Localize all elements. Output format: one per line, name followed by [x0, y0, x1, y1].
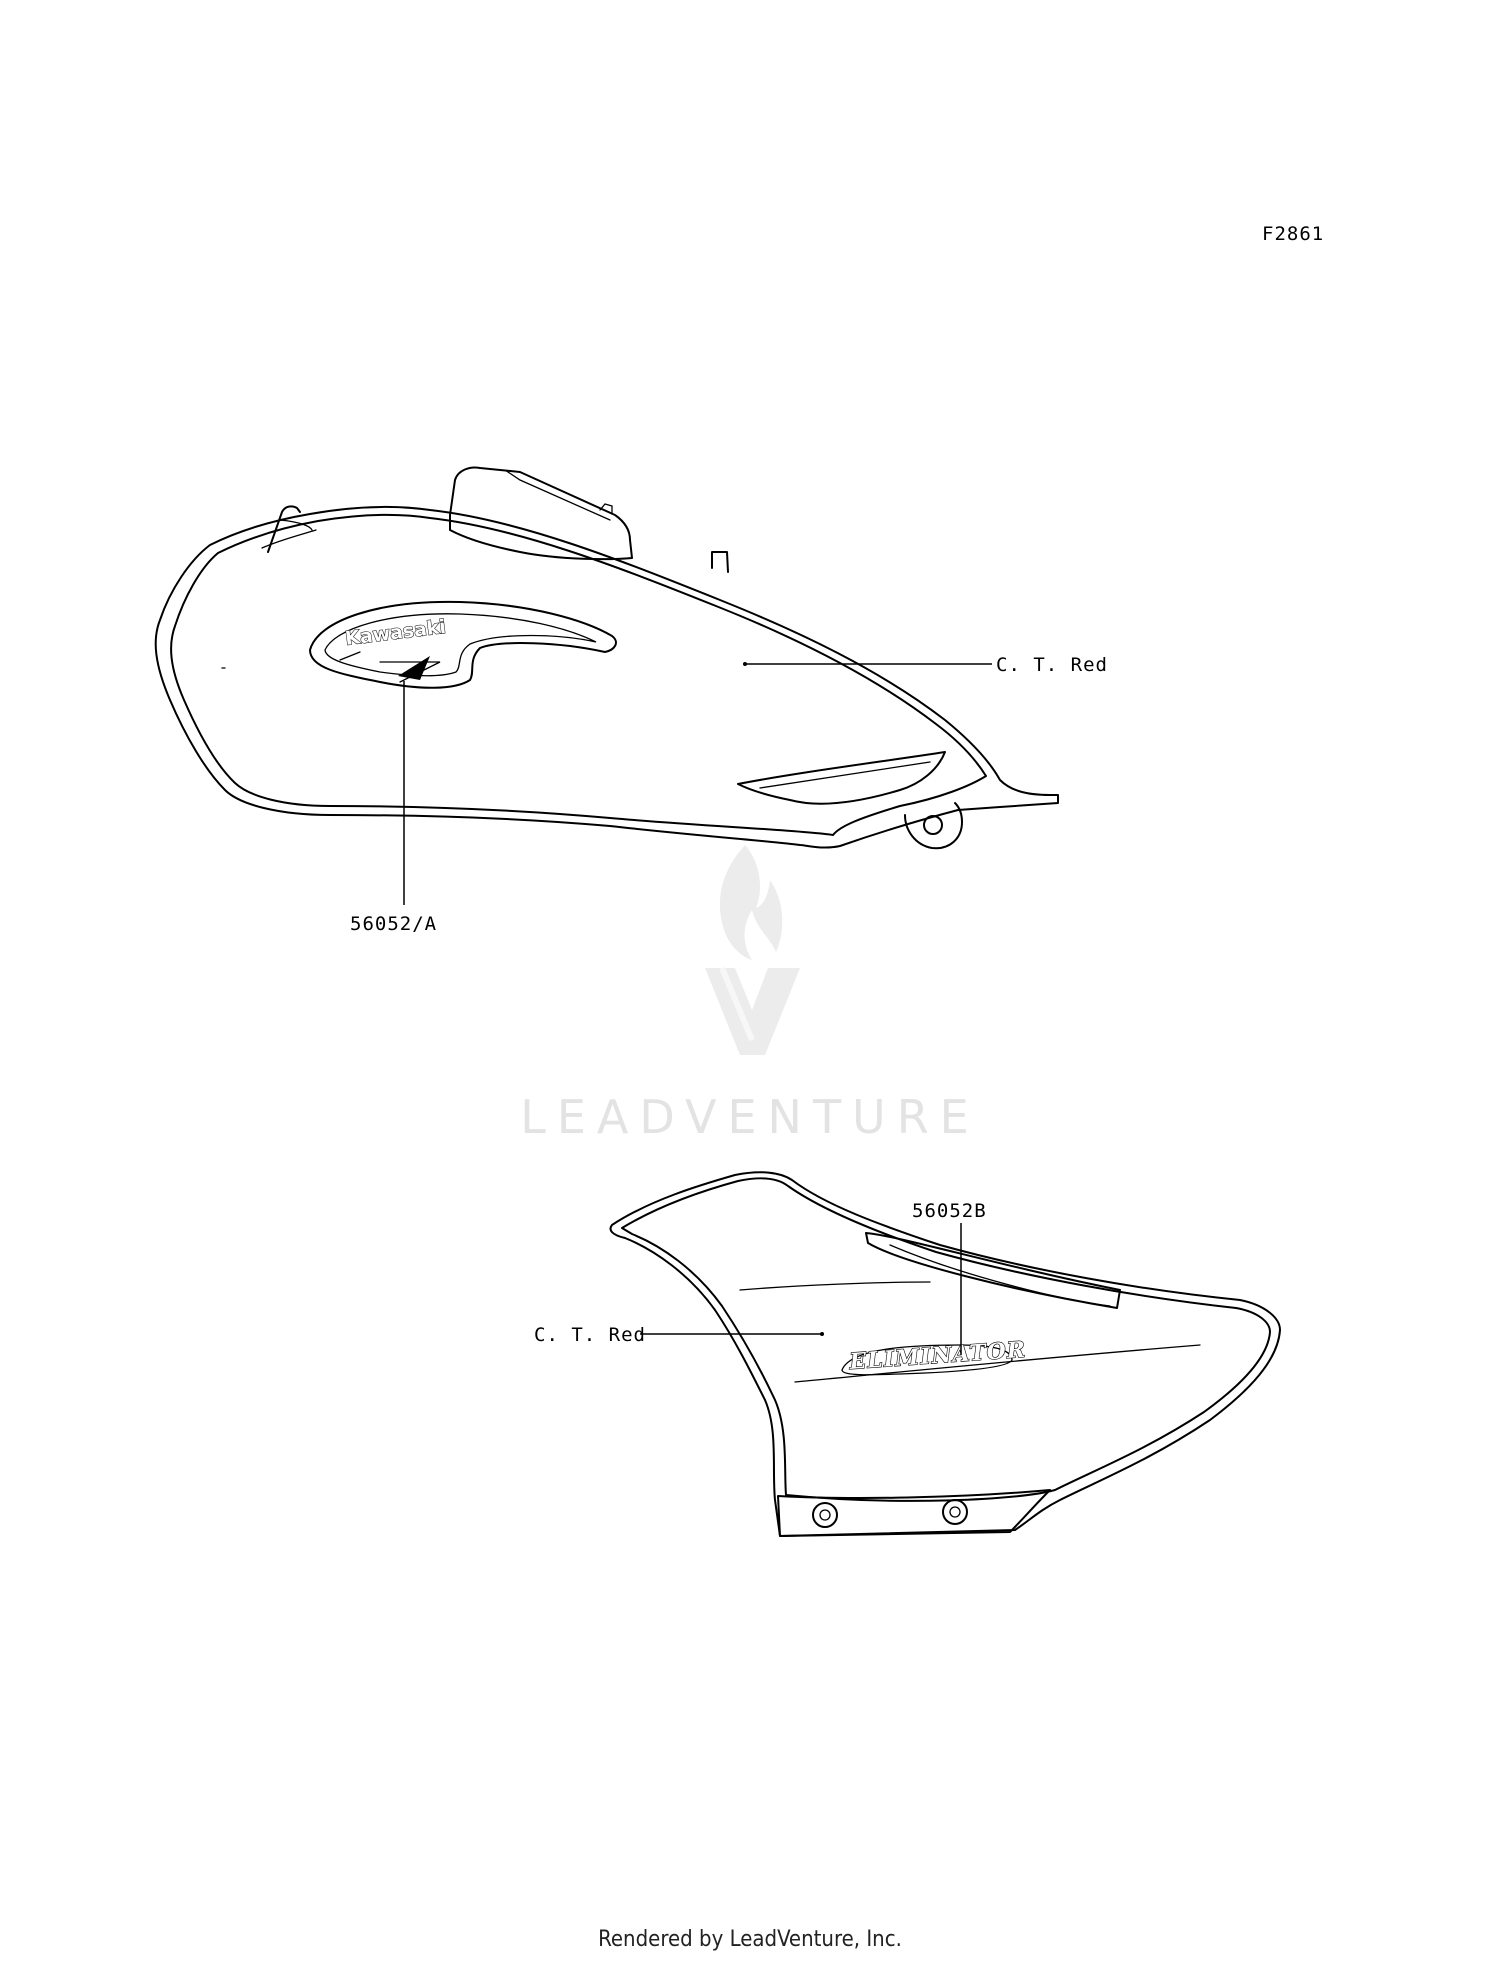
side-cover-part-callout: 56052B	[912, 1200, 987, 1355]
tank-part-callout: 56052/A	[350, 681, 437, 935]
kawasaki-logo-text: Kawasaki	[344, 616, 447, 650]
figure-code: F2861	[1262, 223, 1324, 245]
tank-color-label: C. T. Red	[996, 654, 1108, 676]
tank-part-number: 56052/A	[350, 913, 437, 935]
tank-color-callout: C. T. Red	[743, 654, 1108, 676]
footer-credit: Rendered by LeadVenture, Inc.	[598, 1927, 902, 1952]
side-cover-color-label: C. T. Red	[534, 1324, 646, 1346]
side-cover-part-number: 56052B	[912, 1200, 987, 1222]
side-cover-drawing	[609, 1171, 1281, 1537]
side-cover-color-callout: C. T. Red	[534, 1324, 824, 1346]
watermark-v-icon	[705, 968, 800, 1055]
leadventure-watermark: LEADVENTURE	[520, 845, 980, 1144]
eliminator-logo-text: ELIMINATOR	[848, 1337, 1027, 1375]
fuel-tank-drawing	[154, 466, 1059, 850]
kawasaki-tank-decal: Kawasaki	[309, 600, 617, 689]
watermark-flame-icon	[719, 845, 783, 960]
watermark-brand: LEADVENTURE	[520, 1090, 980, 1144]
